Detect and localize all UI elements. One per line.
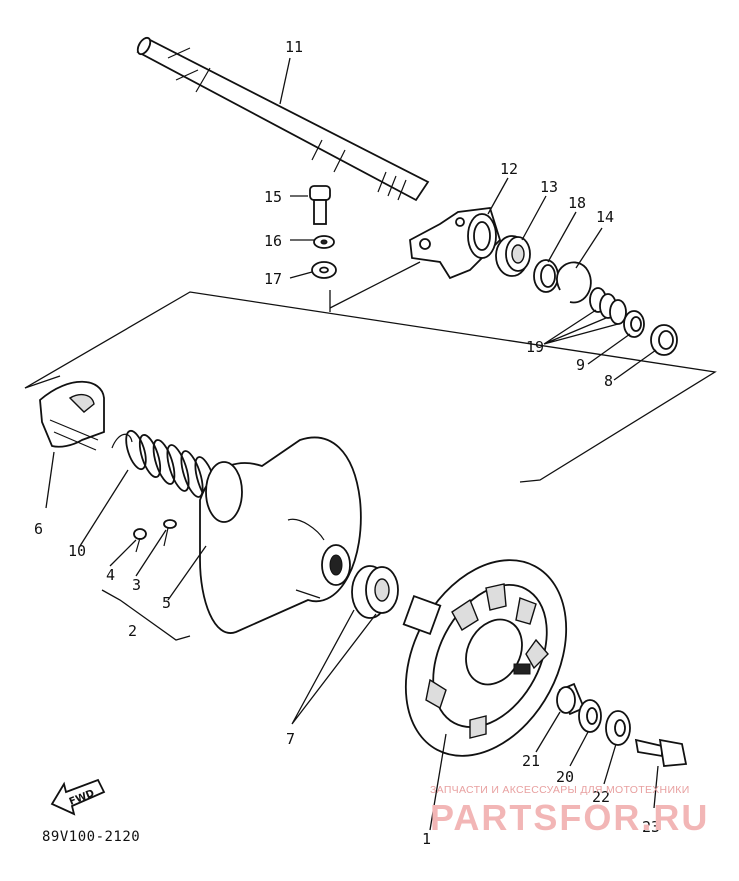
bearing-13 [495, 235, 531, 277]
callout-17: 17 [264, 270, 282, 288]
callout-1: 1 [422, 830, 431, 848]
lock-washer-16 [313, 235, 335, 249]
forward-arrow-icon: FWD [50, 778, 106, 816]
compression-spring-10 [111, 429, 218, 504]
movable-sheave-5 [199, 436, 362, 634]
callout-4: 4 [106, 566, 115, 584]
callout-12: 12 [500, 160, 518, 178]
slider-holder-6 [39, 380, 105, 451]
callout-10: 10 [68, 542, 86, 560]
callout-5: 5 [162, 594, 171, 612]
callout-labels: 11 12 13 18 14 15 16 17 19 9 8 6 10 4 3 … [34, 38, 660, 848]
callout-19: 19 [526, 338, 544, 356]
circlip-18 [533, 259, 559, 293]
bolt-15 [309, 185, 331, 225]
callout-2: 2 [128, 622, 137, 640]
collar-9 [623, 310, 645, 338]
diagram-part-code: 89V100-2120 [42, 829, 141, 845]
callout-14: 14 [596, 208, 614, 226]
callout-18: 18 [568, 194, 586, 212]
watermark-logo: PARTSFOR.RU [430, 797, 710, 838]
callout-11: 11 [285, 38, 303, 56]
callout-8: 8 [604, 372, 613, 390]
primary-shaft [136, 36, 430, 202]
callout-9: 9 [576, 356, 585, 374]
pin-3 [163, 519, 177, 547]
collar-21 [556, 682, 586, 716]
snap-ring-14 [556, 261, 592, 304]
leader-lines [45, 57, 659, 831]
washer-8 [650, 324, 678, 356]
washer-17 [311, 261, 337, 279]
washer-20 [578, 699, 602, 733]
callout-6: 6 [34, 520, 43, 538]
shims-19 [589, 287, 627, 325]
callout-21: 21 [522, 752, 540, 770]
callout-16: 16 [264, 232, 282, 250]
callout-23: 23 [642, 818, 660, 836]
callout-22: 22 [592, 788, 610, 806]
callout-13: 13 [540, 178, 558, 196]
callout-15: 15 [264, 188, 282, 206]
bolt-23 [634, 738, 688, 767]
callout-3: 3 [132, 576, 141, 594]
callout-7: 7 [286, 730, 295, 748]
bearing-housing-12 [409, 207, 502, 280]
callout-20: 20 [556, 768, 574, 786]
guide-roller-7 [351, 565, 399, 619]
screw-4 [133, 528, 147, 553]
fixed-sheave-1 [402, 559, 568, 757]
washer-22 [605, 710, 631, 746]
assembly-boundary-lines [24, 261, 717, 483]
watermark-caption: ЗАПЧАСТИ И АКСЕССУАРЫ ДЛЯ МОТОТЕХНИКИ [430, 784, 690, 796]
